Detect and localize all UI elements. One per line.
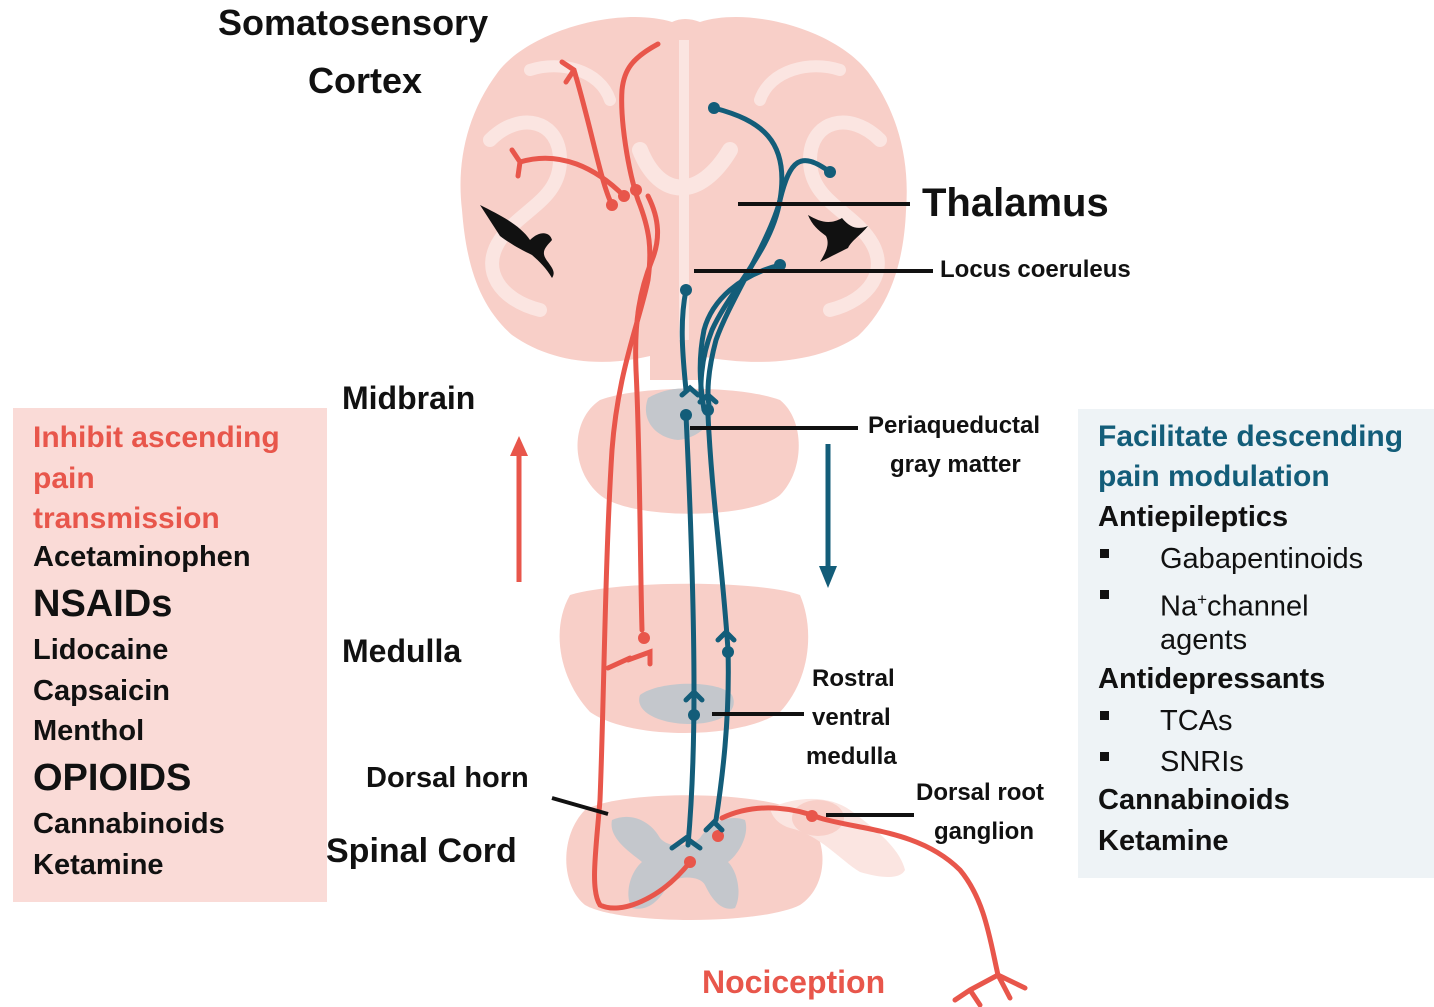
pag-label-line1: Periaqueductal bbox=[868, 412, 1040, 440]
thalamus-label: Thalamus bbox=[922, 180, 1109, 226]
drug-item: Acetaminophen bbox=[33, 541, 251, 574]
left-panel-title-line3: transmission bbox=[33, 499, 220, 539]
pag-label-line2: gray matter bbox=[890, 451, 1021, 479]
ascending-arrow bbox=[510, 436, 528, 582]
bullet-text: agents bbox=[1160, 620, 1247, 660]
cortex-label-line1: Somatosensory bbox=[218, 2, 488, 43]
drg-label-line2: ganglion bbox=[934, 818, 1034, 846]
bullet-text: SNRIs bbox=[1160, 742, 1244, 782]
drug-item: OPIOIDS bbox=[33, 757, 191, 800]
locus-coeruleus-label: Locus coeruleus bbox=[940, 256, 1131, 284]
drug-item: Cannabinoids bbox=[33, 808, 225, 841]
bullet-marker bbox=[1100, 711, 1109, 720]
dorsal-horn-label: Dorsal horn bbox=[366, 762, 529, 795]
medulla-label: Medulla bbox=[342, 633, 461, 670]
right-panel-title-line1: Facilitate descending bbox=[1098, 417, 1403, 457]
drug-item: Ketamine bbox=[33, 849, 164, 882]
rvm-label-line2: ventral bbox=[812, 704, 891, 732]
bullet-marker bbox=[1100, 752, 1109, 761]
left-panel-title-line1: Inhibit ascending bbox=[33, 418, 280, 458]
descending-arrow bbox=[819, 444, 837, 588]
drug-class-antiepileptics: Antiepileptics bbox=[1098, 501, 1288, 534]
bullet-marker bbox=[1100, 549, 1109, 558]
drug-class-ketamine: Ketamine bbox=[1098, 825, 1229, 858]
bullet-text: Gabapentinoids bbox=[1160, 539, 1363, 579]
left-panel-title-line2: pain bbox=[33, 459, 95, 499]
bullet-marker bbox=[1100, 590, 1109, 599]
drug-class-cannabinoids: Cannabinoids bbox=[1098, 784, 1290, 817]
spinal-cord-label: Spinal Cord bbox=[326, 832, 517, 871]
drug-item: Menthol bbox=[33, 715, 144, 748]
drg-label-line1: Dorsal root bbox=[916, 779, 1044, 807]
ascending-drug-panel: Inhibit ascending pain transmission Acet… bbox=[13, 408, 327, 902]
bullet-text: TCAs bbox=[1160, 701, 1233, 741]
descending-drug-panel: Facilitate descending pain modulation An… bbox=[1078, 409, 1434, 878]
drug-class-antidepressants: Antidepressants bbox=[1098, 663, 1325, 696]
right-panel-title-line2: pain modulation bbox=[1098, 457, 1330, 497]
nociception-label: Nociception bbox=[702, 964, 885, 1001]
rvm-label-line1: Rostral bbox=[812, 665, 895, 693]
drug-item: NSAIDs bbox=[33, 583, 172, 626]
drug-item: Lidocaine bbox=[33, 634, 168, 667]
drug-item: Capsaicin bbox=[33, 675, 170, 708]
rvm-label-line3: medulla bbox=[806, 743, 897, 771]
midbrain-label: Midbrain bbox=[342, 380, 475, 417]
cortex-label-line2: Cortex bbox=[308, 60, 422, 101]
